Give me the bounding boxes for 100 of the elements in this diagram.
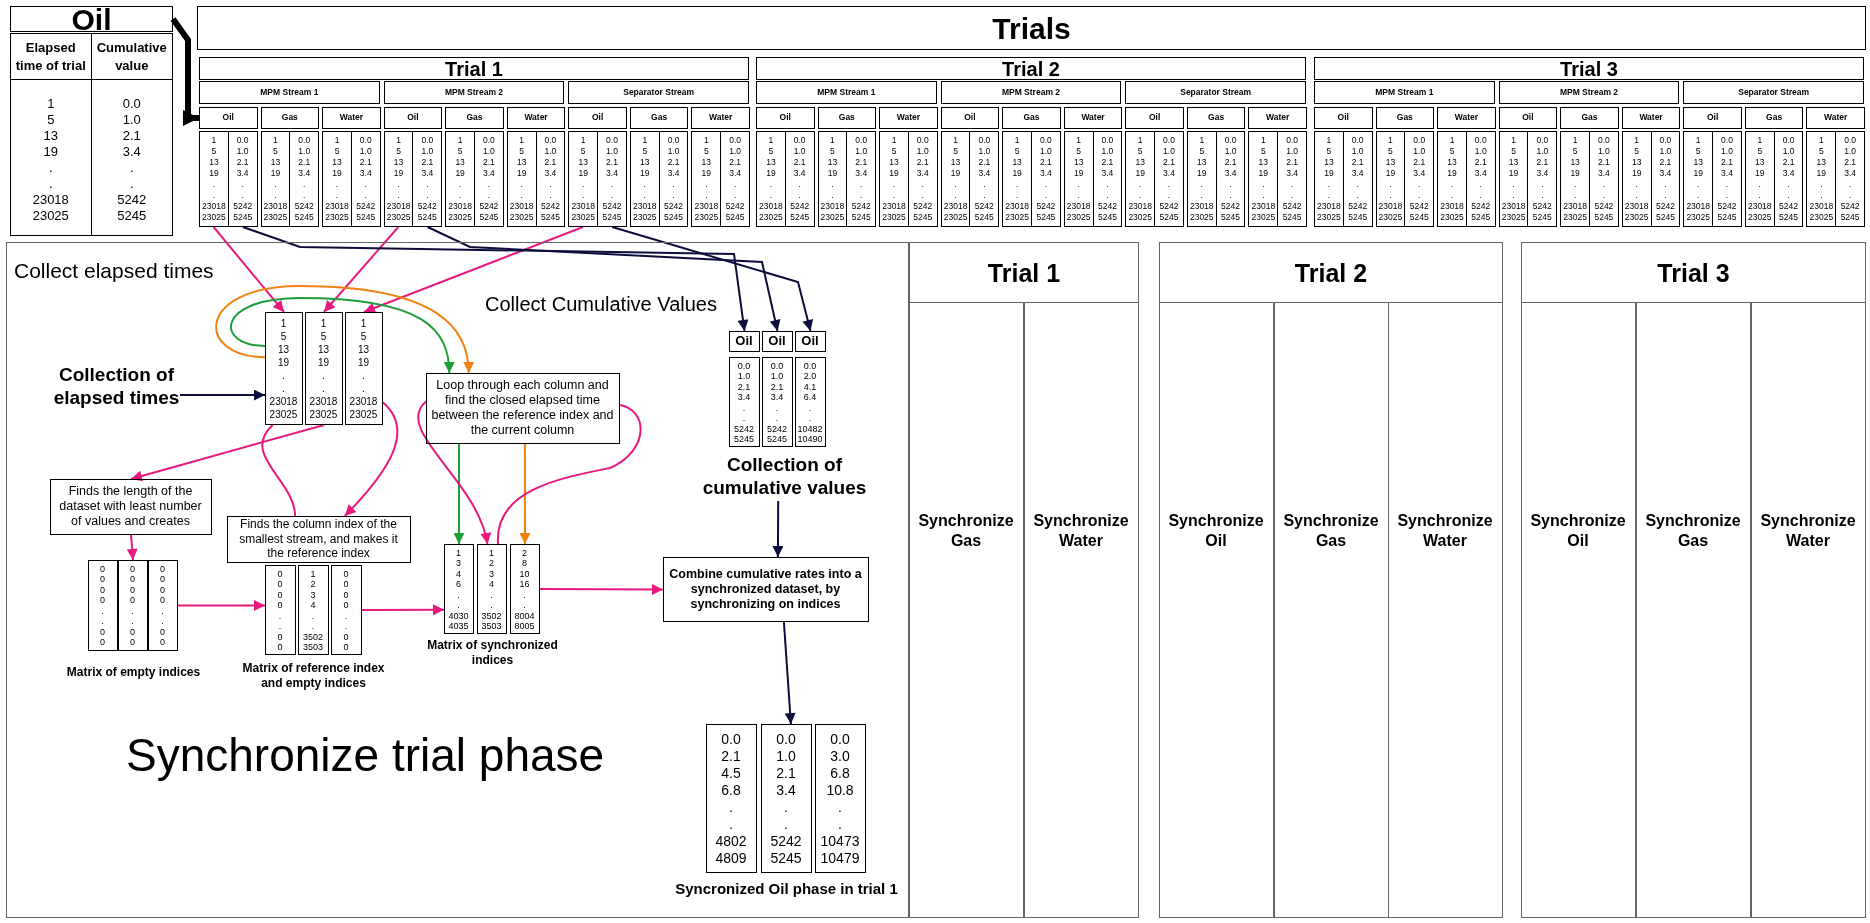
value-column: 1 5 13 19 . . 23018 23025	[692, 132, 721, 226]
panel-column	[1520, 301, 1636, 918]
value-column: 1 5 13 19 . . 23018 23025	[507, 132, 536, 226]
value-column: 0.0 1.0 2.1 3.4 . . 5242 5245	[1651, 132, 1680, 226]
data-box	[568, 131, 627, 227]
heading-text: Separator Stream	[1180, 87, 1252, 98]
panel-heading: Trial 1	[986, 257, 1062, 289]
data-box	[756, 131, 815, 227]
heading-text: Oil	[768, 333, 786, 349]
value-column: 0.0 1.0 2.1 3.4 . . 5242 5245	[228, 132, 257, 226]
arrow	[519, 443, 531, 545]
value-column: 1 2 3 4 . . 3502 3503	[477, 544, 506, 633]
value-column: 0.0 1.0 2.1 3.4 . . 5242 5245	[351, 132, 380, 226]
heading-text: Gas	[838, 113, 855, 123]
arrow	[212, 226, 285, 313]
value-column: 1 5 13 19 . . 23018 23025	[1376, 132, 1405, 226]
value-column: 0.0 1.0 2.1 3.4 . . 5242 5245	[475, 132, 503, 226]
panel-column	[1023, 301, 1139, 918]
arrow	[343, 401, 399, 517]
header-box	[445, 107, 504, 129]
process-panel	[6, 242, 909, 918]
value-column: 0 0 0 0 . . 0 0	[88, 560, 117, 650]
value-column: 0 0 0 0 . . 0 0	[265, 565, 295, 654]
data-box	[1683, 131, 1742, 227]
value-column: 0.0 1.0 2.1 3.4 . . 5242 5245	[1774, 132, 1803, 226]
heading-text: Oil	[71, 2, 112, 36]
heading-text: Gas	[651, 113, 668, 123]
value-column: 0.0 1.0 2.1 3.4 . . 5242 5245	[785, 132, 814, 226]
value-column: 0.0 1.0 2.1 3.4 . . 5242 5245	[290, 132, 319, 226]
column-heading: Synchronize Gas	[917, 510, 1015, 551]
heading-text: Water	[1266, 113, 1290, 123]
value-column: 0.0 1.0 2.1 3.4 . . 5242 5245	[1836, 132, 1864, 226]
column-header: Elapsed time of trial	[14, 38, 87, 75]
data-box	[1248, 131, 1307, 227]
value-column: 1 5 13 19 . . 23018 23025	[1187, 132, 1216, 226]
heading-box	[1314, 57, 1864, 80]
panel-heading: Trial 3	[1656, 257, 1731, 289]
header-box	[1498, 81, 1680, 104]
heading-text: MPM Stream 2	[1559, 87, 1619, 98]
process-text: Finds the length of the dataset with least number of values and creates	[58, 484, 203, 529]
header-box	[1063, 107, 1123, 129]
data-box	[691, 131, 750, 227]
header-box	[1186, 107, 1246, 129]
header-box	[879, 107, 938, 129]
value-column: 0.0 1.0 2.1 3.4 . . 5242 5245	[721, 132, 749, 226]
value-column: 0.0 1.0 2.1 3.4 . . 5242 5245	[536, 132, 565, 226]
panel-heading: Trial 2	[1293, 257, 1369, 289]
column-heading: Synchronize Oil	[1167, 510, 1265, 551]
heading-text: Oil	[964, 113, 976, 123]
header-box	[1621, 107, 1681, 129]
arrow	[782, 621, 796, 725]
value-column: 0.0 1.0 2.1 3.4 . . 5242 5245	[729, 357, 759, 446]
header-box	[199, 107, 258, 129]
value-column: 1 5 13 19 . . 23018 23025	[1622, 132, 1651, 226]
header-box	[1125, 107, 1184, 129]
value-column: 1 5 13 19 . . 23018 23025	[1126, 132, 1155, 226]
value-column: 1 5 13 19 . . 23018 23025	[384, 132, 413, 226]
header-box	[383, 81, 565, 104]
heading-text: Water	[1639, 113, 1663, 123]
header-box	[629, 107, 689, 129]
value-column: 0.0 1.0 2.1 3.4 . . 5242 5245	[1216, 132, 1245, 226]
arrow	[126, 534, 138, 561]
header-box	[691, 107, 750, 129]
data-box	[1498, 131, 1558, 227]
header-box	[1125, 81, 1306, 104]
value-column: 0.0 2.1 4.5 6.8 . . 4802 4809	[706, 724, 756, 872]
value-column: 1 5 13 19 . . 23018 23025	[1807, 132, 1836, 226]
process-text: Combine cumulative rates into a synchronized dataset, by synchronizing on indices	[668, 566, 863, 612]
header-box	[1806, 107, 1865, 129]
header-box	[322, 107, 381, 129]
data-table	[10, 33, 173, 236]
arrow	[611, 226, 814, 332]
heading-text: Trial 1	[445, 57, 503, 80]
data-box	[879, 131, 938, 227]
process-text: Finds the column index of the smallest stream, and makes it the reference index	[238, 517, 399, 561]
arrow	[230, 297, 455, 374]
node-label: Syncronized Oil phase in trial 1	[674, 878, 899, 898]
heading-text: Oil	[1522, 113, 1534, 123]
value-column: 0.0 1.0 2.1 3.4 . . 5242 5245	[1093, 132, 1122, 226]
data-box	[1314, 131, 1373, 227]
data-box	[1806, 131, 1865, 227]
value-column: 1 5 13 19 . . 23018 23025	[1561, 132, 1589, 226]
heading-box	[197, 6, 1866, 50]
value-column: 0.0 1.0 2.1 3.4 . . 5242 5245	[413, 132, 442, 226]
header-box	[1498, 107, 1558, 129]
heading-text: Gas	[1581, 113, 1598, 123]
data-box	[506, 131, 566, 227]
data-box	[445, 131, 504, 227]
heading-text: Water	[339, 113, 364, 123]
header-box	[1437, 107, 1496, 129]
data-box	[629, 131, 689, 227]
column-header: Cumulative value	[95, 38, 168, 75]
annotation-text: Collection of cumulative values	[699, 452, 870, 501]
panel-column	[1273, 301, 1389, 918]
heading-text: Oil	[407, 113, 419, 123]
header-box	[1314, 81, 1495, 104]
value-column: 0.0 1.0 2.1 3.4 . . 5242 5245	[659, 132, 688, 226]
trial-panel	[1159, 242, 1503, 918]
trial-panel	[1521, 242, 1866, 918]
value-column: 1 5 13 19 . . 23018 23025	[1315, 132, 1343, 226]
